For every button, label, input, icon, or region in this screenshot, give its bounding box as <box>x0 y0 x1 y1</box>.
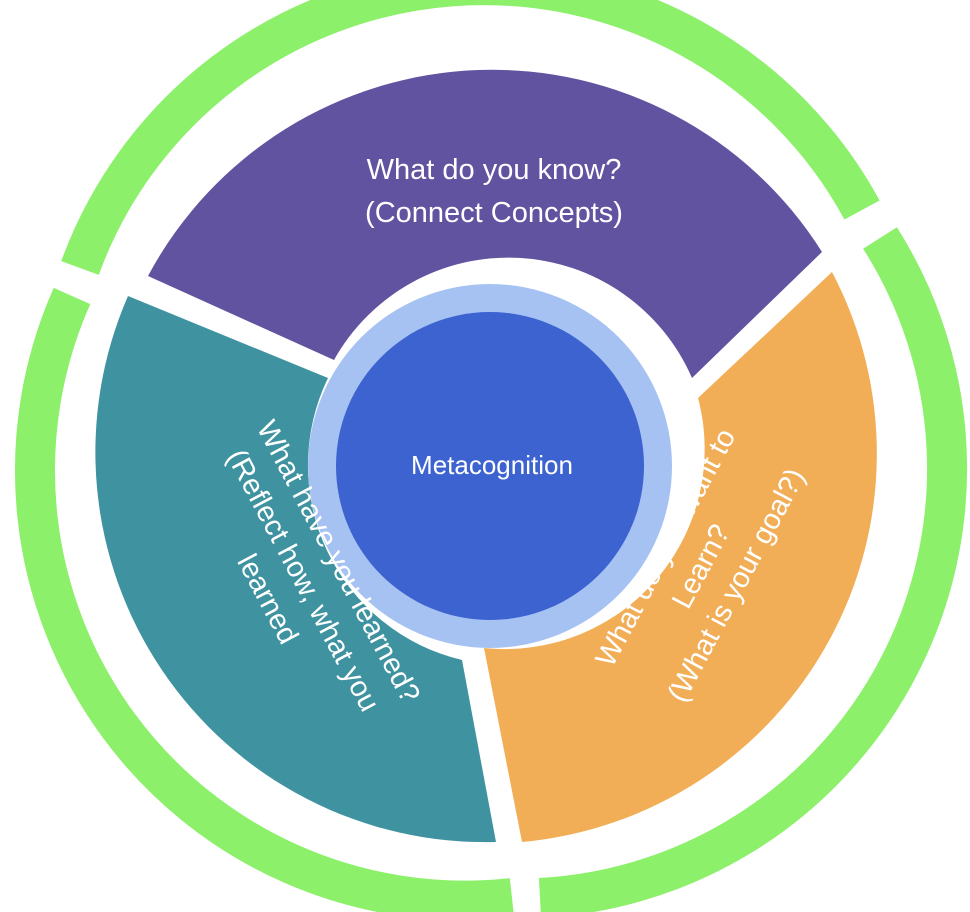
center-label: Metacognition <box>411 450 573 480</box>
segment-left[interactable] <box>95 296 496 843</box>
outer-ring-arc-right <box>538 227 968 912</box>
outer-ring <box>15 0 968 912</box>
outer-ring-arc-top <box>61 0 880 275</box>
segment-top[interactable] <box>148 69 822 379</box>
segment-top-line2: (Connect Concepts) <box>365 197 623 229</box>
center-circle[interactable] <box>336 312 644 620</box>
outer-ring-arc-left <box>15 287 514 912</box>
segment-right[interactable] <box>484 272 877 842</box>
segment-top-line1: What do you know? <box>367 154 622 186</box>
